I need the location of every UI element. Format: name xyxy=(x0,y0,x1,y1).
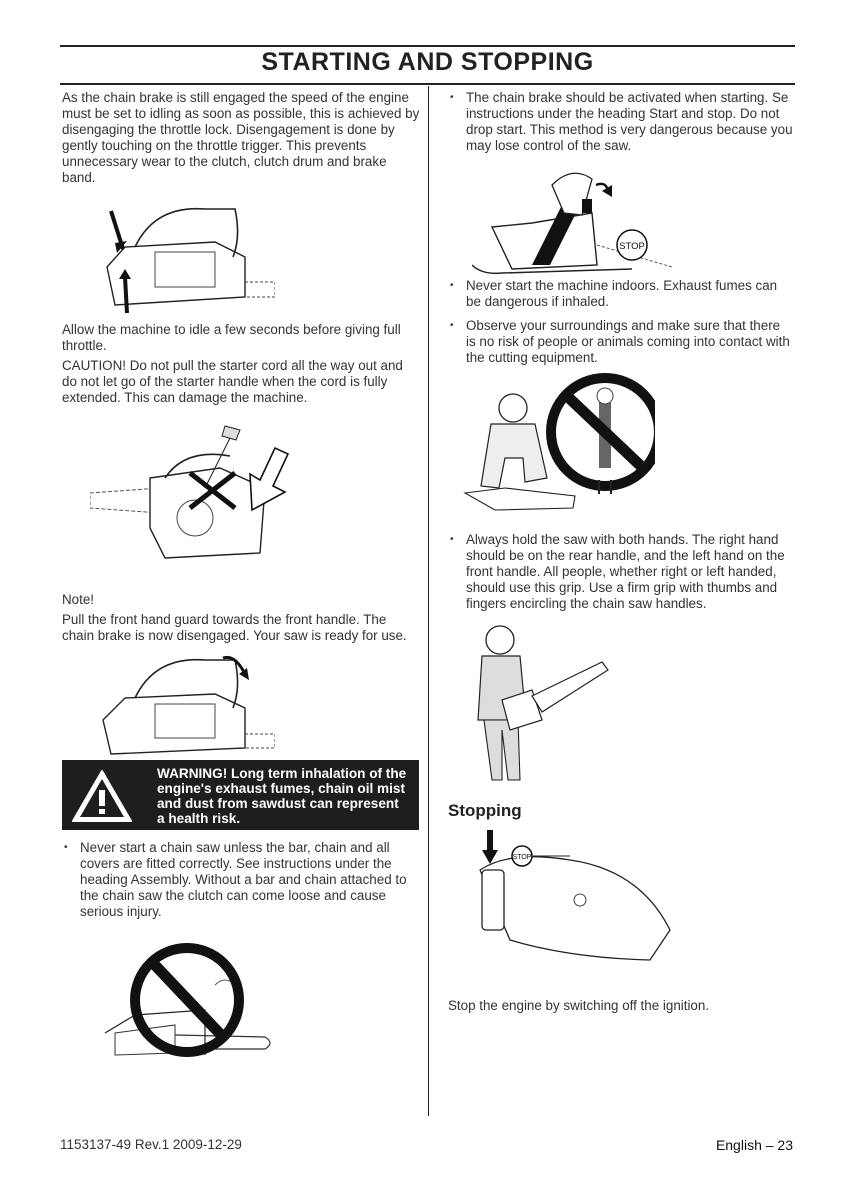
paragraph-release-chain-brake: Pull the front hand guard towards the fr… xyxy=(62,612,407,643)
header-rule-bottom xyxy=(60,83,795,85)
stop-sign-label: STOP xyxy=(619,241,645,252)
bullet-observe-surroundings: Observe your surroundings and make sure … xyxy=(448,318,793,366)
page-title: STARTING AND STOPPING xyxy=(261,48,594,76)
warning-triangle-icon xyxy=(72,770,132,822)
ignition-switch-illustration: STOP xyxy=(479,830,671,961)
stop-switch-label: STOP xyxy=(513,854,532,861)
correct-grip-illustration xyxy=(477,625,609,781)
bullet-never-start-without-bar: Never start a chain saw unless the bar, … xyxy=(62,840,420,920)
warning-text: WARNING! Long term inhalation of the eng… xyxy=(157,766,407,826)
saw-throttle-lock-illustration xyxy=(106,207,275,314)
column-divider xyxy=(428,86,429,1116)
document-id: 1153137-49 Rev.1 2009-12-29 xyxy=(60,1137,242,1152)
no-start-without-bar-illustration xyxy=(104,943,271,1057)
warning-box: WARNING! Long term inhalation of the eng… xyxy=(62,760,419,830)
bullet-hold-with-both-hands: Always hold the saw with both hands. The… xyxy=(448,532,793,612)
hand-guard-release-illustration xyxy=(102,655,275,755)
paragraph-stop-engine: Stop the engine by switching off the ign… xyxy=(448,998,710,1013)
bullet-chain-brake-activated: The chain brake should be activated when… xyxy=(448,90,793,154)
bullet-never-start-indoors: Never start the machine indoors. Exhaust… xyxy=(448,278,793,310)
starter-cord-caution-illustration xyxy=(90,425,290,559)
keep-distance-illustration xyxy=(463,373,655,511)
paragraph-caution-starter-cord: CAUTION! Do not pull the starter cord al… xyxy=(62,358,403,405)
paragraph-chain-brake-idle: As the chain brake is still engaged the … xyxy=(62,90,420,185)
stopping-heading: Stopping xyxy=(448,801,522,820)
note-label: Note! xyxy=(62,592,95,607)
page-number: English – 23 xyxy=(715,1137,793,1153)
paragraph-idle-before-full-throttle: Allow the machine to idle a few seconds … xyxy=(62,322,401,353)
header-rule-top xyxy=(60,45,795,47)
no-drop-start-illustration: STOP xyxy=(472,172,673,275)
